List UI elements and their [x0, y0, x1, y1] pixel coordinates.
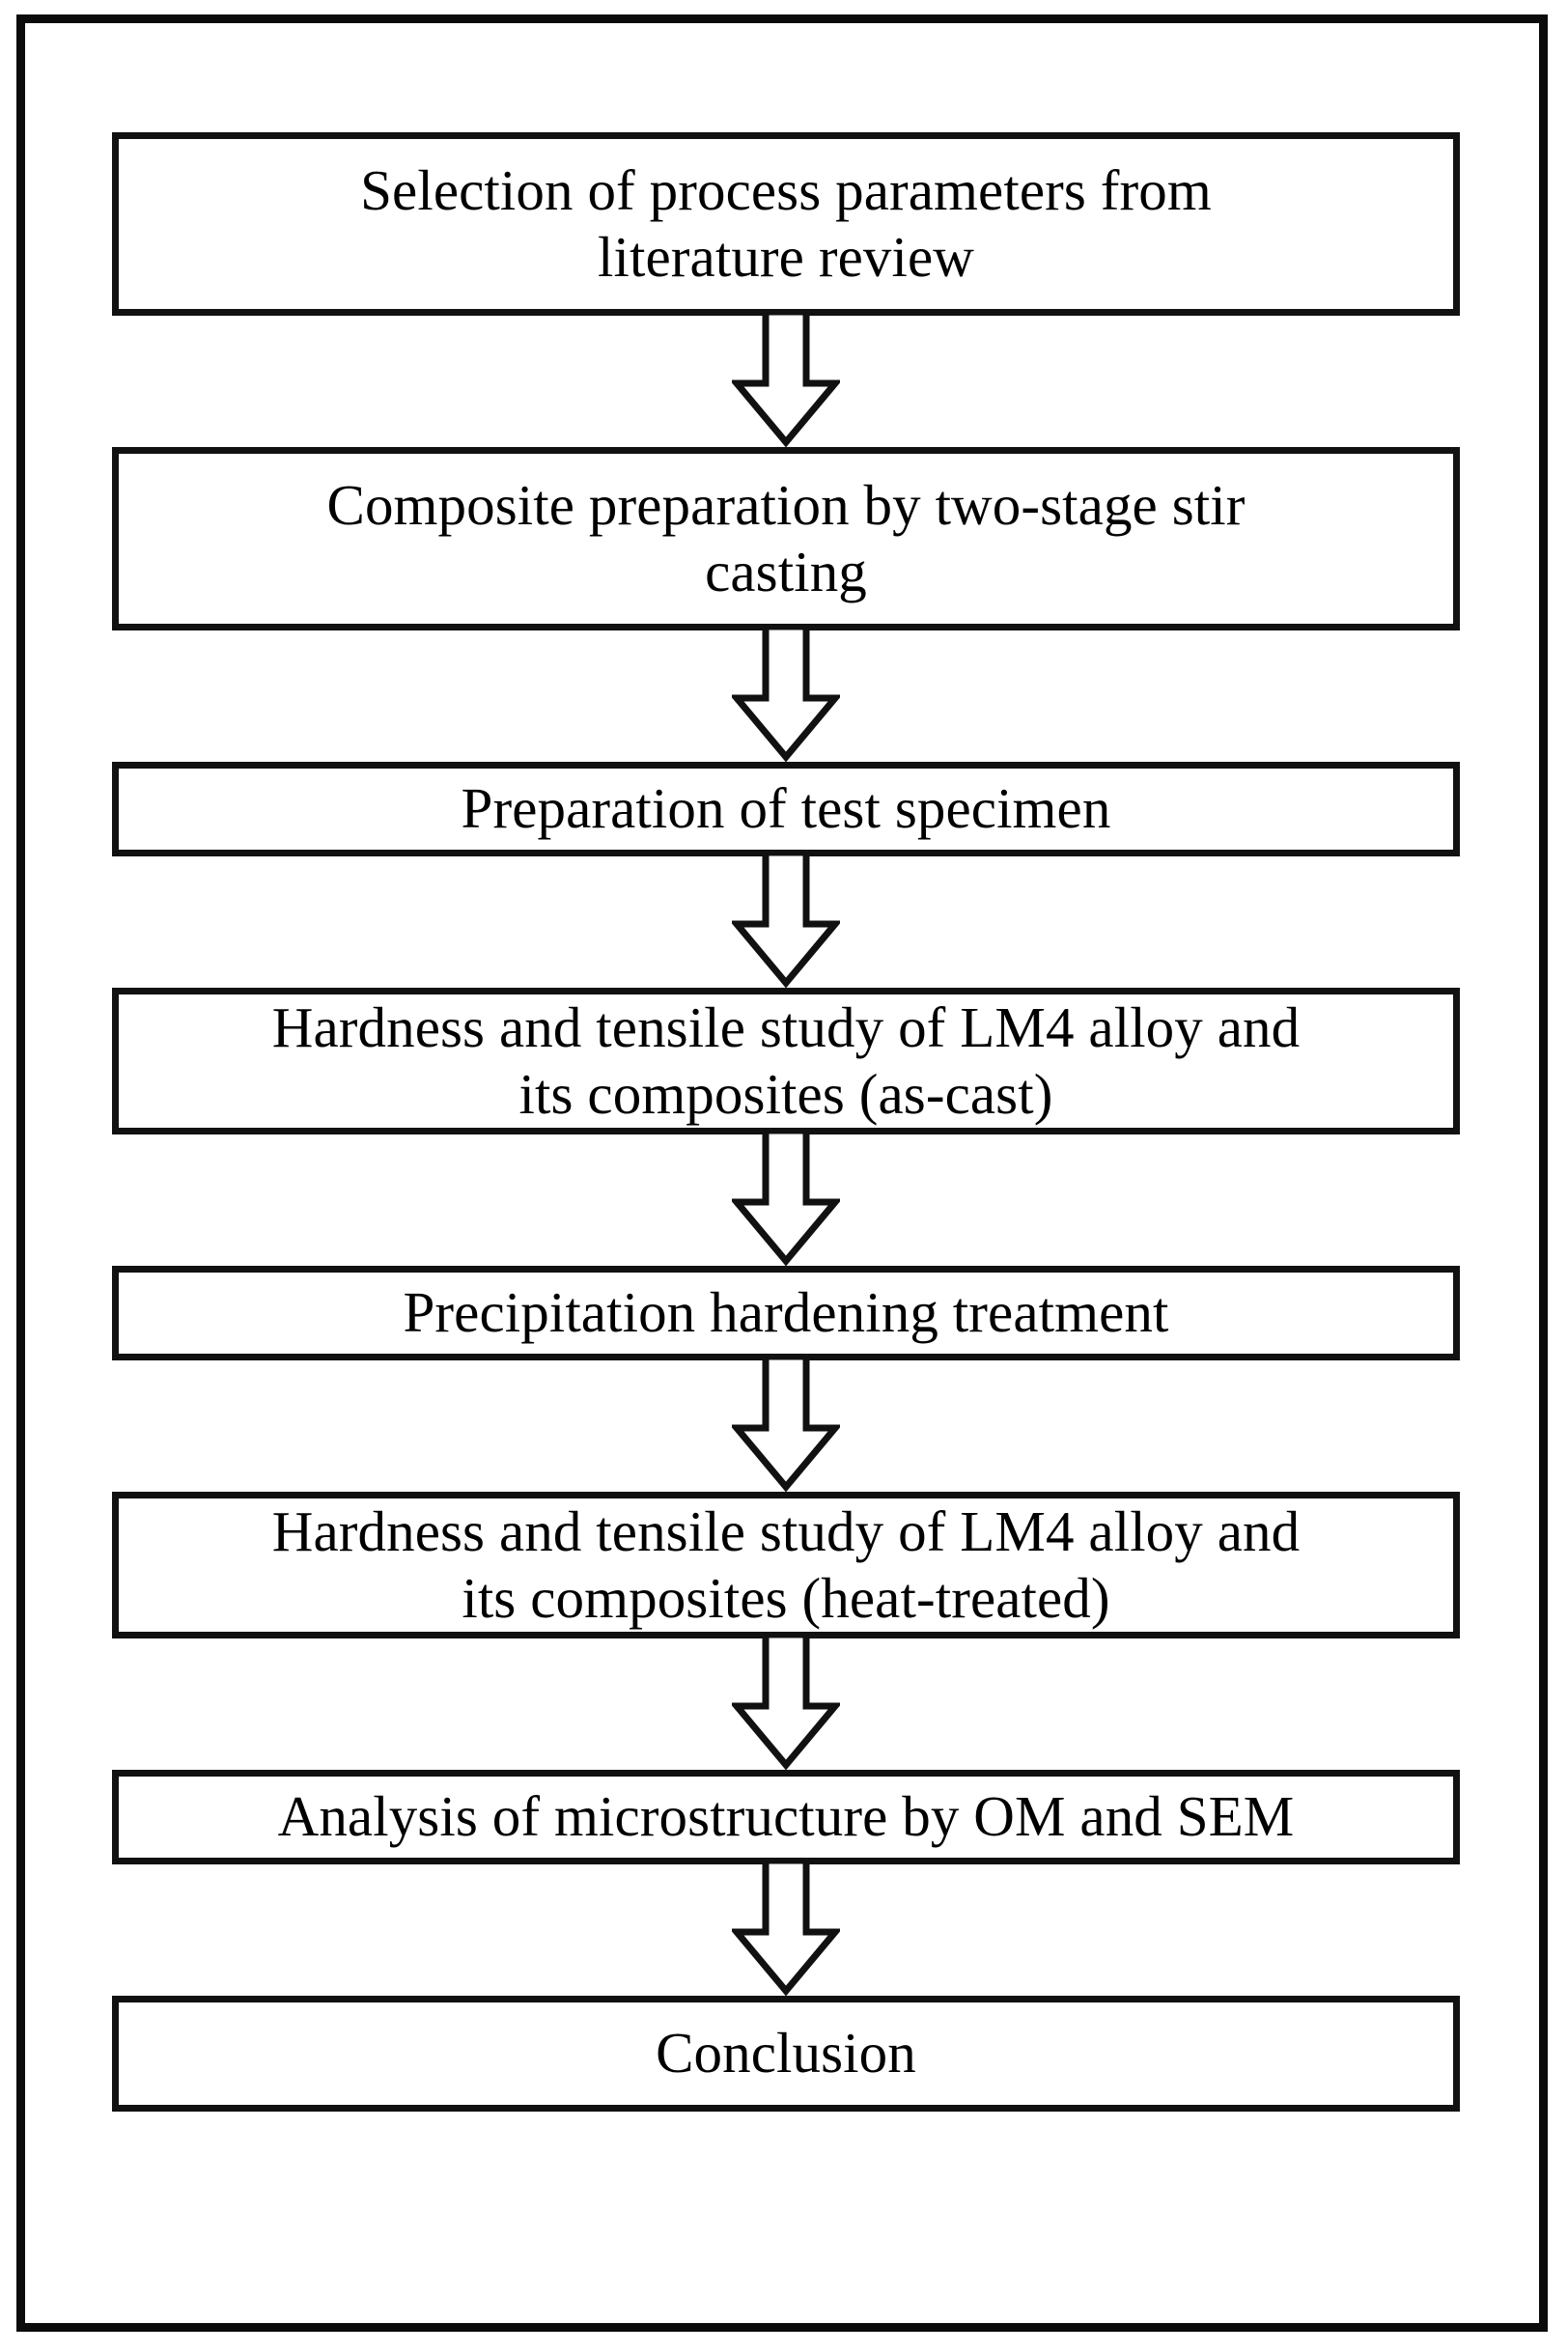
flow-connector-7: [112, 1861, 1460, 1996]
flowchart-outer-frame: Selection of process parameters from lit…: [16, 14, 1548, 2332]
arrow-down-icon: [732, 312, 840, 447]
arrow-down-icon: [732, 853, 840, 988]
flow-node-hardness-tensile-heat-treated[interactable]: Hardness and tensile study of LM4 alloy …: [112, 1492, 1460, 1638]
arrow-down-icon: [732, 1861, 840, 1996]
flow-node-label: Conclusion: [656, 2021, 916, 2086]
arrow-down-icon: [732, 1131, 840, 1266]
flow-connector-3: [112, 853, 1460, 988]
flow-node-selection-of-process-parameters[interactable]: Selection of process parameters from lit…: [112, 132, 1460, 316]
flow-node-label: Preparation of test specimen: [461, 776, 1111, 841]
flow-node-label: Hardness and tensile study of LM4 alloy …: [271, 994, 1301, 1126]
arrow-down-icon: [732, 627, 840, 762]
flow-node-label: Precipitation hardening treatment: [403, 1280, 1169, 1345]
flow-node-label: Hardness and tensile study of LM4 alloy …: [271, 1498, 1301, 1630]
flow-connector-5: [112, 1357, 1460, 1492]
flow-node-conclusion[interactable]: Conclusion: [112, 1996, 1460, 2112]
flow-node-precipitation-hardening-treatment[interactable]: Precipitation hardening treatment: [112, 1266, 1460, 1360]
flow-node-preparation-of-test-specimen[interactable]: Preparation of test specimen: [112, 762, 1460, 856]
flow-connector-4: [112, 1131, 1460, 1266]
flow-node-hardness-tensile-as-cast[interactable]: Hardness and tensile study of LM4 alloy …: [112, 988, 1460, 1134]
flow-node-label: Composite preparation by two-stage stir …: [326, 472, 1246, 603]
flow-node-label: Analysis of microstructure by OM and SEM: [277, 1784, 1295, 1849]
flow-connector-1: [112, 312, 1460, 447]
flow-connector-6: [112, 1635, 1460, 1770]
flow-node-composite-preparation[interactable]: Composite preparation by two-stage stir …: [112, 447, 1460, 630]
flow-node-label: Selection of process parameters from lit…: [360, 157, 1212, 289]
arrow-down-icon: [732, 1357, 840, 1492]
flow-connector-2: [112, 627, 1460, 762]
flow-node-analysis-of-microstructure[interactable]: Analysis of microstructure by OM and SEM: [112, 1770, 1460, 1864]
flowchart-node-stack: Selection of process parameters from lit…: [112, 132, 1460, 2112]
arrow-down-icon: [732, 1635, 840, 1770]
